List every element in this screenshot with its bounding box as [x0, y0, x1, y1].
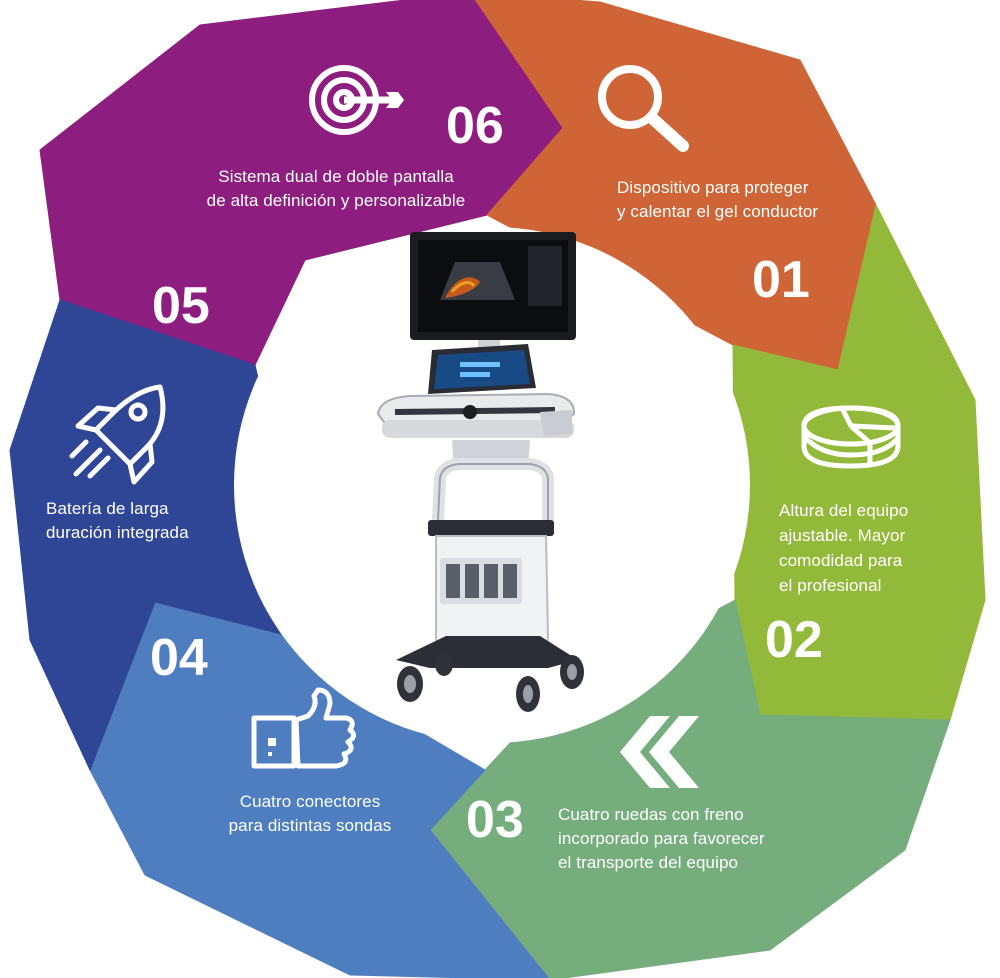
segment-02-line: el profesional: [779, 576, 882, 595]
segment-01-number: 01: [752, 251, 810, 309]
segment-04-line: Cuatro conectores: [239, 792, 381, 811]
double-chevron-left-icon: [620, 716, 699, 788]
wheel-segments: [9, 0, 986, 978]
segment-03-line: el transporte del equipo: [558, 853, 739, 872]
segment-06-line: de alta definición y personalizable: [206, 191, 466, 210]
segment-03-line: Cuatro ruedas con freno: [558, 805, 744, 824]
ultrasound-machine-icon: [376, 232, 584, 712]
magnifier-icon: [598, 65, 689, 152]
segment-06-line: Sistema dual de doble pantalla: [218, 167, 454, 186]
segment-04-line: para distintas sondas: [228, 816, 392, 835]
center-disc: [234, 227, 750, 743]
segment-01-line: y calentar el gel conductor: [617, 202, 819, 221]
segment-05-line: Batería de larga: [46, 499, 169, 518]
segment-03-text: Cuatro ruedas con freno incorporado para…: [558, 803, 765, 875]
pie-chart-icon: [801, 405, 901, 469]
segment-02-line: comodidad para: [779, 551, 903, 570]
segment-04-text: Cuatro conectores para distintas sondas: [212, 790, 408, 838]
segment-03-line: incorporado para favorecer: [558, 829, 765, 848]
segment-05-number: 05: [152, 277, 210, 335]
segment-01-text: Dispositivo para proteger y calentar el …: [617, 176, 818, 224]
segment-04-number: 04: [150, 629, 208, 687]
segment-05-line: duración integrada: [46, 523, 189, 542]
segment-05-text: Batería de larga duración integrada: [46, 497, 189, 545]
segment-06-text: Sistema dual de doble pantalla de alta d…: [188, 165, 484, 213]
segment-02-line: ajustable. Mayor: [779, 526, 906, 545]
segment-01-line: Dispositivo para proteger: [617, 178, 809, 197]
segment-02-line: Altura del equipo: [779, 501, 909, 520]
segment-02-text: Altura del equipo ajustable. Mayor comod…: [779, 498, 908, 598]
rocket-icon: [69, 384, 166, 485]
target-icon: [309, 65, 404, 135]
segment-03-number: 03: [466, 791, 524, 849]
segment-06-number: 06: [446, 97, 504, 155]
segment-02-number: 02: [765, 611, 823, 669]
thumbs-up-icon: [251, 687, 356, 769]
